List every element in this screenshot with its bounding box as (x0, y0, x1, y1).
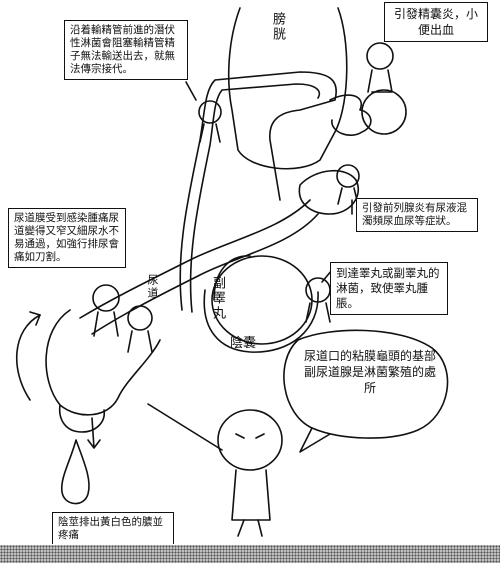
label-bladder: 膀胱 (270, 12, 285, 42)
label-urethra: 尿道 (146, 274, 159, 300)
penis-outline (45, 309, 161, 416)
note-urethra-pain: 尿道膜受到感染腫痛尿道變得又窄又細尿水不易通過，如強行排尿會痛如刀割。 (8, 208, 126, 268)
urethra-lower (91, 213, 319, 335)
flow-arrow-left (15, 314, 41, 401)
callout-bubble (283, 329, 449, 439)
character-pointer (147, 403, 283, 537)
note-prostate: 引發前列腺炎有尿液混濁頻尿血尿等症狀。 (356, 198, 478, 232)
vas-deferens (179, 71, 337, 311)
flow-arrow-down (87, 417, 101, 449)
vas-deferens-inner (189, 83, 321, 313)
note-glands: 尿道口的粘膜龜頭的基部副尿道腺是淋菌繁殖的處所 (303, 349, 436, 395)
bladder-outline (227, 7, 348, 170)
discharge-drop (60, 439, 90, 505)
character-center-tube (198, 100, 222, 143)
epididymis-tube (213, 255, 251, 301)
callout-tail (299, 427, 331, 453)
urethra-upper (79, 199, 311, 319)
note-seminal-vesicle: 引發精囊炎，小便出血 (384, 2, 488, 42)
seminal-vesicle-sphere (361, 89, 407, 135)
character-urethra-1 (92, 284, 120, 337)
flow-arrow-left-head (29, 311, 41, 326)
character-urethra-2 (127, 305, 153, 353)
label-scrotum: 陰囊 (230, 336, 257, 351)
character-top-right (366, 42, 394, 93)
prostate (298, 169, 359, 215)
seminal-vesicle-lobes (329, 94, 372, 136)
note-epididymitis: 到達睪丸或副睪丸的淋菌，致使睪丸腫脹。 (330, 262, 448, 315)
label-epididymis: 副睪丸 (210, 276, 225, 321)
scrotum-outline (203, 289, 319, 353)
glans (58, 404, 106, 433)
leader-vas (185, 81, 197, 101)
note-vas-deferens: 沿着輸精管前進的潛伏性淋菌會阻塞輸精管精子無法輸送出去，就無法傳宗接代。 (64, 20, 188, 80)
note-discharge: 陰莖排出黃白色的膿並疼痛 (52, 512, 174, 544)
dither-strip (0, 545, 500, 563)
testis (211, 255, 313, 345)
